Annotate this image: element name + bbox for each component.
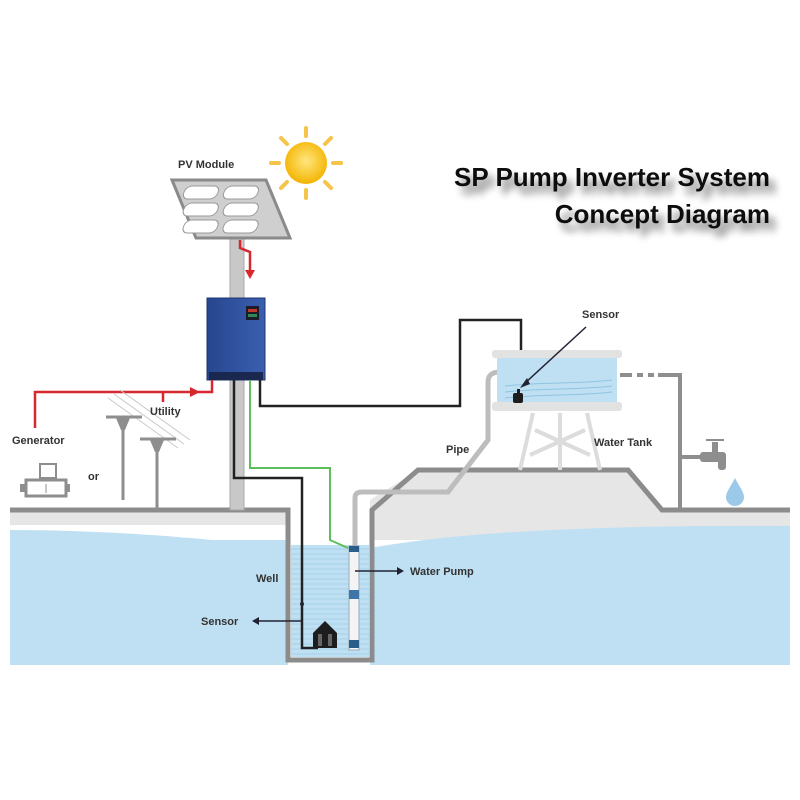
title-line-1: SP Pump Inverter System	[454, 162, 770, 192]
label-pv-module: PV Module	[178, 159, 234, 171]
pv-module	[169, 178, 293, 240]
pipe	[352, 369, 508, 548]
callout-arrows	[252, 326, 587, 625]
utility-poles-icon	[106, 389, 191, 510]
label-tank-sensor: Sensor	[582, 309, 620, 321]
tank-sensor-icon	[513, 389, 523, 403]
label-well-sensor: Sensor	[201, 616, 239, 628]
ground	[10, 467, 790, 665]
title-block: SP Pump Inverter System Concept Diagram	[454, 162, 770, 229]
faucet-icon	[700, 439, 726, 470]
ground-outline	[10, 467, 790, 663]
inverter	[206, 297, 266, 381]
well-sensor-cable	[232, 380, 318, 650]
inverter-display	[246, 306, 259, 320]
well-sensor-icon	[313, 621, 337, 648]
pv-power-line	[238, 240, 255, 279]
label-generator: Generator	[12, 435, 65, 447]
grid-power-line	[33, 380, 214, 428]
aquifer-right	[370, 525, 790, 665]
tank-sensor-cable	[258, 318, 523, 408]
water-tank	[492, 350, 622, 471]
sun-icon	[269, 126, 343, 200]
hill	[370, 470, 790, 540]
label-pipe: Pipe	[446, 444, 469, 456]
label-well: Well	[256, 573, 278, 585]
pump-cable	[249, 380, 349, 549]
ground-surface	[10, 510, 288, 525]
label-or: or	[88, 471, 100, 483]
water-drop-icon	[726, 478, 744, 506]
label-utility: Utility	[150, 406, 181, 418]
label-water-tank: Water Tank	[594, 437, 653, 449]
title-line-2: Concept Diagram	[555, 199, 770, 229]
label-water-pump: Water Pump	[410, 566, 474, 578]
water-pump-icon	[348, 545, 360, 651]
generator-icon	[20, 463, 70, 498]
